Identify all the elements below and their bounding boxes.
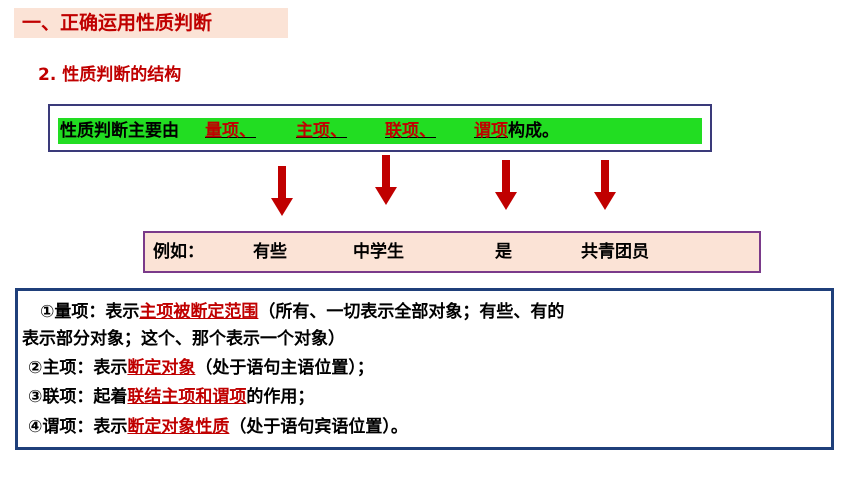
term-subject: 主项、 bbox=[296, 121, 347, 141]
example-copula: 是 bbox=[495, 242, 512, 262]
note-predicate: ④谓项：表示断定对象性质（处于语句宾语位置）。 bbox=[28, 417, 408, 437]
note-copula: ③联项：起着联结主项和谓项的作用； bbox=[28, 387, 315, 407]
example-box: 例如： 有些 中学生 是 共青团员 bbox=[143, 231, 761, 273]
definition-box: 性质判断主要由 量项、 主项、 联项、 谓项构成。 bbox=[48, 104, 712, 152]
section-title: 一、正确运用性质判断 bbox=[14, 8, 288, 38]
term-predicate: 谓项 bbox=[474, 121, 508, 141]
term-copula: 联项、 bbox=[385, 121, 436, 141]
notes-box: ①量项：表示主项被断定范围（所有、一切表示全部对象；有些、有的 表示部分对象；这… bbox=[15, 288, 834, 450]
down-arrow-icon bbox=[495, 160, 517, 214]
sub-title: 2. 性质判断的结构 bbox=[38, 65, 182, 85]
example-predicate: 共青团员 bbox=[581, 242, 649, 262]
example-subject: 中学生 bbox=[353, 242, 404, 262]
example-quantifier: 有些 bbox=[253, 242, 287, 262]
definition-suffix: 构成。 bbox=[508, 121, 559, 141]
down-arrow-icon bbox=[271, 166, 293, 220]
definition-text: 性质判断主要由 量项、 主项、 联项、 谓项构成。 bbox=[58, 118, 702, 144]
down-arrow-icon bbox=[594, 160, 616, 214]
note-quantifier: ①量项：表示主项被断定范围（所有、一切表示全部对象；有些、有的 bbox=[40, 302, 565, 322]
note-subject: ②主项：表示断定对象（处于语句主语位置）； bbox=[28, 358, 374, 378]
note-quantifier-cont: 表示部分对象；这个、那个表示一个对象） bbox=[22, 329, 345, 349]
example-label: 例如： bbox=[153, 242, 204, 262]
term-quantifier: 量项、 bbox=[205, 121, 256, 141]
definition-prefix: 性质判断主要由 bbox=[60, 121, 179, 141]
down-arrow-icon bbox=[375, 155, 397, 209]
